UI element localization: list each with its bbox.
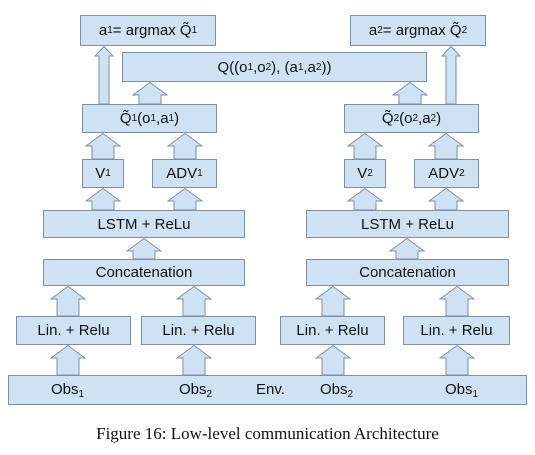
concat-right-box: Concatenation: [306, 259, 509, 286]
arrow-q1-to-a1: [94, 46, 114, 104]
qj-t5: )): [321, 58, 332, 76]
q2-s2: 2: [412, 113, 419, 124]
qj-s4: 2: [315, 61, 322, 73]
obs-c-text: Obs: [320, 381, 348, 398]
obs-label-1: Obs1: [51, 381, 84, 400]
obs-d-text: Obs: [445, 381, 473, 398]
arrow-obs2-to-lin3: [315, 345, 351, 375]
qj-s2: 2: [265, 61, 272, 73]
v2-label: V: [357, 165, 368, 182]
adv1-sub: 1: [197, 168, 203, 179]
q1-s1: 1: [131, 113, 138, 124]
qj-t4: ,a: [303, 58, 316, 76]
lin-relu-4-box: Lin. + Relu: [403, 316, 510, 345]
obs-b-sub: 2: [206, 389, 213, 400]
arrow-obs1-to-lin4: [439, 345, 475, 375]
q1-s3: 1: [168, 113, 175, 124]
q2-t1: Q̃: [381, 110, 394, 127]
arrow-lstm-to-adv2: [428, 188, 464, 210]
obs-b-text: Obs: [179, 381, 207, 398]
lin-relu-1-box: Lin. + Relu: [16, 316, 131, 345]
arrow-lstm-to-v2: [347, 188, 383, 210]
lstm-right-box: LSTM + ReLu: [306, 210, 509, 238]
obs-label-3: Obs2: [320, 381, 353, 400]
v1-sub: 1: [105, 168, 111, 179]
concat-left-box: Concatenation: [43, 259, 245, 286]
q1-t3: ,a: [156, 110, 169, 127]
qj-s1: 1: [247, 61, 254, 73]
obs-c-sub: 2: [347, 389, 354, 400]
obs-d-sub: 1: [472, 389, 479, 400]
lstm-left-box: LSTM + ReLu: [43, 210, 245, 238]
arrow-lin3-to-concat: [315, 286, 351, 316]
q1-s2: 1: [150, 113, 157, 124]
q1-t2: (o: [137, 110, 151, 127]
v1-label: V: [95, 165, 106, 182]
obs-a-sub: 1: [78, 389, 85, 400]
lin-relu-3-box: Lin. + Relu: [280, 316, 385, 345]
q1-t4: ): [174, 110, 180, 127]
arrow-q1-to-qjoint: [132, 82, 168, 104]
arrow-obs2-to-lin2: [176, 345, 212, 375]
qj-s3: 1: [297, 61, 304, 73]
adv2-sub: 2: [459, 168, 465, 179]
obs-a-text: Obs: [51, 381, 79, 398]
adv2-label: ADV: [428, 165, 460, 182]
a1-text: = argmax Q̃: [112, 22, 192, 39]
arrow-adv2-to-q2: [428, 133, 464, 159]
q2-t4: ): [436, 110, 442, 127]
qj-t1: Q((o: [217, 58, 248, 76]
q2-t3: ,a: [418, 110, 431, 127]
arrow-lstm-to-adv1: [167, 188, 203, 210]
arrow-lin1-to-concat: [50, 286, 86, 316]
environment-bar: [8, 375, 527, 405]
adv1-label: ADV: [166, 165, 198, 182]
figure-caption: Figure 16: Low-level communication Archi…: [96, 424, 439, 443]
lin-relu-2-box: Lin. + Relu: [141, 316, 256, 345]
obs-label-2: Obs2: [179, 381, 212, 400]
qj-t2: ,o: [253, 58, 266, 76]
arrow-q2-to-qjoint: [392, 82, 428, 104]
arrow-concat-to-lstm-right: [389, 238, 425, 259]
arrow-obs1-to-lin1: [50, 345, 86, 375]
a1-label: a: [98, 22, 108, 39]
arrow-v2-to-q2: [347, 133, 383, 159]
a2-label: a: [368, 22, 378, 39]
arrow-adv1-to-q1: [167, 133, 203, 159]
arrow-lstm-to-v1: [85, 188, 121, 210]
a2-q-sub: 2: [461, 25, 468, 36]
arrow-v1-to-q1: [85, 133, 121, 159]
a1-q-sub: 1: [191, 25, 198, 36]
q2-s1: 2: [393, 113, 400, 124]
arrow-lin4-to-concat: [439, 286, 475, 316]
arrow-concat-to-lstm-left: [126, 238, 162, 259]
env-label: Env.: [256, 381, 285, 398]
arrow-lin2-to-concat: [176, 286, 212, 316]
a1-sub: 1: [107, 25, 113, 36]
q2-t2: (o: [399, 110, 413, 127]
obs-label-4: Obs1: [445, 381, 478, 400]
arrow-q2-to-a2: [441, 46, 461, 104]
a2-text: = argmax Q̃: [382, 22, 462, 39]
qj-t3: ), (a: [271, 58, 298, 76]
q1-t1: Q̃: [119, 110, 132, 127]
q2-s3: 2: [430, 113, 437, 124]
a2-sub: 2: [377, 25, 383, 36]
v2-sub: 2: [367, 168, 373, 179]
